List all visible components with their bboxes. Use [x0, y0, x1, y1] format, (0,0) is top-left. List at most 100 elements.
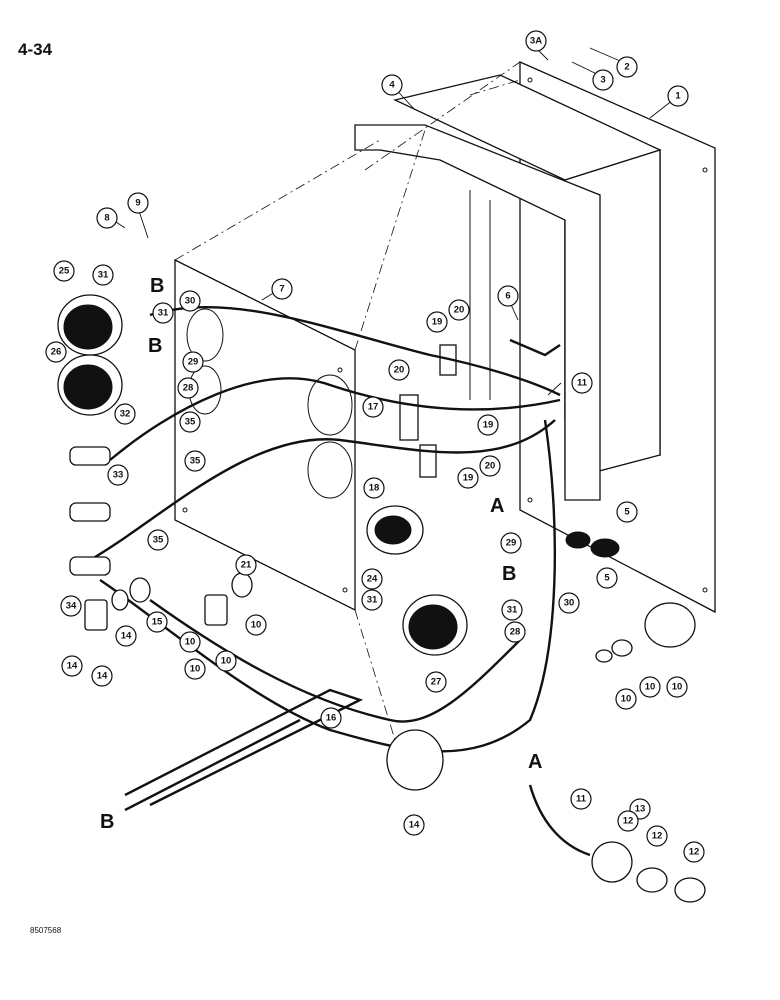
callout-14-a: 14 [115, 625, 137, 647]
harness-branch [149, 599, 521, 723]
svg-text:3A: 3A [530, 36, 542, 47]
svg-text:12: 12 [623, 816, 634, 827]
callout-35-a: 35 [179, 411, 201, 433]
callout-20-a: 20 [448, 299, 470, 321]
callout-31-d: 31 [501, 599, 523, 621]
harness-middle [109, 377, 561, 461]
callout-24: 24 [361, 568, 383, 590]
connector-plug [386, 729, 444, 791]
callout-18: 18 [363, 477, 385, 499]
callout-34: 34 [60, 595, 82, 617]
callout-29-a: 29 [182, 351, 204, 373]
box-front-flange [354, 124, 601, 501]
terminal-strip-upper [399, 394, 419, 441]
callout-28-a: 28 [177, 377, 199, 399]
callout-11-b: 11 [570, 788, 592, 810]
page-number: 4-34 [18, 40, 53, 59]
callout-10-d: 10 [215, 650, 237, 672]
switch-knob-right [204, 594, 228, 626]
svg-text:11: 11 [576, 794, 587, 805]
svg-text:4: 4 [389, 80, 395, 91]
svg-text:14: 14 [121, 631, 132, 642]
callout-19-a: 19 [426, 311, 448, 333]
callout-21: 21 [235, 554, 257, 576]
svg-text:10: 10 [221, 656, 232, 667]
harness-lower [89, 419, 556, 562]
callout-10-a: 10 [179, 631, 201, 653]
callout-35-b: 35 [184, 450, 206, 472]
svg-text:30: 30 [564, 598, 575, 609]
svg-text:8: 8 [104, 213, 109, 224]
svg-text:14: 14 [409, 820, 420, 831]
svg-text:5: 5 [604, 573, 610, 584]
callout-35-c: 35 [147, 529, 169, 551]
ref-letter-b-3: B [502, 563, 516, 585]
svg-text:12: 12 [652, 831, 663, 842]
svg-text:10: 10 [672, 682, 683, 693]
svg-text:21: 21 [241, 560, 252, 571]
callout-9: 9 [127, 192, 149, 214]
indicator-light-1 [69, 446, 111, 466]
jam-nut [674, 877, 706, 903]
svg-text:31: 31 [98, 270, 109, 281]
callout-30-b: 30 [558, 592, 580, 614]
sender-nut [611, 639, 633, 657]
svg-text:31: 31 [507, 605, 518, 616]
callout-14-d: 14 [403, 814, 425, 836]
callout-15: 15 [146, 611, 168, 633]
svg-text:30: 30 [185, 296, 196, 307]
svg-text:10: 10 [190, 664, 201, 675]
svg-text:29: 29 [188, 357, 199, 368]
callout-10-c: 10 [184, 658, 206, 680]
svg-text:14: 14 [97, 671, 108, 682]
lock-ring [636, 867, 668, 893]
svg-text:19: 19 [463, 473, 474, 484]
svg-text:35: 35 [190, 456, 201, 467]
svg-text:10: 10 [185, 637, 196, 648]
sender-washer [595, 649, 613, 663]
callout-20-c: 20 [479, 455, 501, 477]
svg-text:34: 34 [66, 601, 77, 612]
callout-11-a: 11 [571, 372, 593, 394]
washer-14 [111, 589, 129, 611]
ref-letter-b-2: B [148, 335, 162, 357]
callout-31-a: 31 [92, 264, 114, 286]
document-code: 8507568 [30, 926, 62, 935]
callout-3a: 3A [525, 30, 547, 52]
svg-text:19: 19 [432, 317, 443, 328]
svg-text:16: 16 [326, 713, 337, 724]
bulkhead-connector [591, 841, 633, 883]
callout-19-c: 19 [457, 467, 479, 489]
indicator-light-2 [69, 502, 111, 522]
svg-text:29: 29 [506, 538, 517, 549]
callout-7: 7 [271, 278, 293, 300]
callout-14-b: 14 [61, 655, 83, 677]
svg-text:6: 6 [505, 291, 510, 302]
svg-text:33: 33 [113, 470, 124, 481]
grommet-lower [590, 538, 620, 558]
callout-1: 1 [667, 85, 689, 107]
washer-10-panel [231, 572, 253, 598]
indicator-light-3 [69, 556, 111, 576]
callout-27: 27 [425, 671, 447, 693]
svg-text:2: 2 [624, 62, 629, 73]
callout-17: 17 [362, 396, 384, 418]
svg-text:7: 7 [279, 284, 284, 295]
svg-text:31: 31 [367, 595, 378, 606]
callout-12-a: 12 [617, 810, 639, 832]
callout-31-c: 31 [361, 589, 383, 611]
harness-upper [149, 305, 561, 397]
conduit-cable [124, 688, 364, 807]
callout-29-b: 29 [500, 532, 522, 554]
svg-text:1: 1 [675, 91, 681, 102]
callout-4: 4 [381, 74, 403, 96]
callout-6: 6 [497, 285, 519, 307]
callout-3: 3 [592, 69, 614, 91]
ref-letter-b-4: B [100, 811, 114, 833]
svg-text:9: 9 [135, 198, 140, 209]
callout-12-b: 12 [646, 825, 668, 847]
svg-text:18: 18 [369, 483, 380, 494]
svg-text:26: 26 [51, 347, 62, 358]
allen-wrench [509, 338, 561, 357]
svg-text:28: 28 [183, 383, 194, 394]
